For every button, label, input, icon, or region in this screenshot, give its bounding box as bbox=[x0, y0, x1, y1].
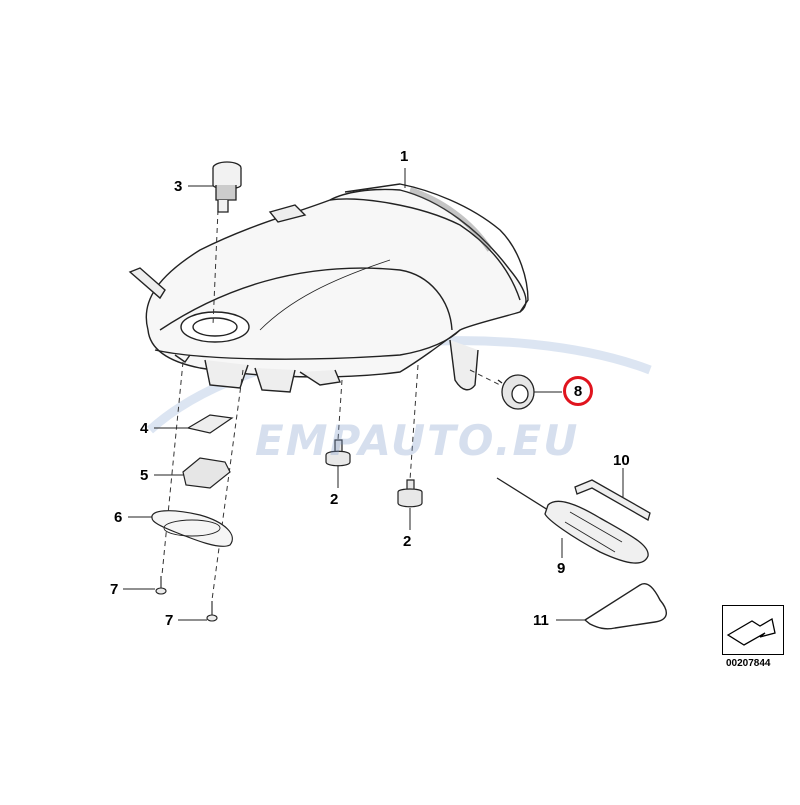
callout-2a: 2 bbox=[330, 491, 339, 508]
wire-clip-part bbox=[583, 583, 667, 630]
latch-part bbox=[182, 457, 231, 489]
fuel-tank bbox=[128, 183, 529, 393]
rubber-buffer bbox=[325, 439, 423, 508]
callout-6: 6 bbox=[114, 509, 123, 526]
callout-9: 9 bbox=[557, 560, 566, 577]
reference-box bbox=[722, 605, 784, 655]
lock-cylinder bbox=[212, 161, 242, 213]
callout-11: 11 bbox=[533, 612, 549, 629]
grommet-part bbox=[497, 374, 535, 410]
callout-5: 5 bbox=[140, 467, 149, 484]
plate-part bbox=[186, 414, 234, 434]
callout-7b: 7 bbox=[165, 612, 174, 629]
reference-arrow-icon bbox=[726, 617, 776, 646]
callout-3: 3 bbox=[174, 178, 183, 195]
watermark-text: EMPAUTO.EU bbox=[255, 416, 580, 465]
callout-4: 4 bbox=[140, 420, 149, 437]
screw-part bbox=[155, 576, 218, 622]
leader-lines bbox=[123, 168, 624, 621]
hex-key-tool bbox=[574, 479, 651, 521]
callout-7a: 7 bbox=[110, 581, 119, 598]
locator-lines bbox=[161, 209, 501, 601]
callout-8-highlighted[interactable]: 8 bbox=[563, 376, 593, 406]
reference-number: 00207844 bbox=[726, 658, 771, 669]
callout-1: 1 bbox=[400, 148, 409, 165]
gasket-inner bbox=[163, 519, 221, 537]
callout-2b: 2 bbox=[403, 533, 412, 550]
screwdriver-tool bbox=[496, 477, 649, 564]
callout-10: 10 bbox=[613, 452, 630, 469]
